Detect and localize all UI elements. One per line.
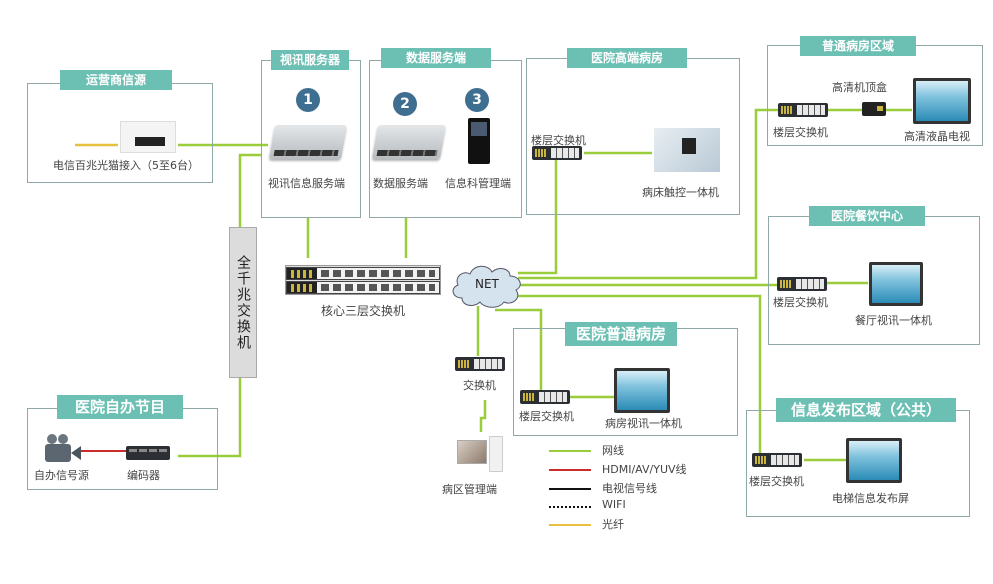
net-label: NET	[475, 277, 499, 291]
area-switch-label: 楼层交换机	[773, 126, 828, 139]
legend-wifi-label: WIFI	[602, 498, 626, 511]
admin-pc-label: 病区管理端	[442, 483, 497, 496]
it-admin-label: 信息科管理端	[445, 177, 511, 190]
admin-switch-label: 交换机	[463, 379, 496, 392]
self-program-title: 医院自办节目	[57, 395, 183, 419]
info-release-title: 信息发布区域（公共）	[776, 398, 956, 422]
badge-2: 2	[393, 92, 417, 116]
gigabit-switch: 全千兆交换机	[229, 227, 257, 378]
general-area-title: 普通病房区域	[800, 36, 916, 56]
encoder-label: 编码器	[127, 469, 160, 482]
wire-net-vip	[518, 160, 558, 275]
data-server-icon	[372, 125, 446, 159]
wire-net-info	[508, 294, 762, 458]
vip-ward-title: 医院高端病房	[567, 48, 687, 68]
isp-device-label: 电信百兆光猫接入（5至6台）	[53, 159, 199, 172]
wire-gigabit-down	[178, 378, 242, 458]
info-switch-label: 楼层交换机	[749, 475, 804, 488]
core-switch-icon	[285, 265, 441, 295]
set-top-box-icon	[862, 102, 886, 116]
hd-tv-label: 高清液晶电视	[904, 130, 970, 143]
canteen-terminal-icon	[869, 262, 923, 306]
encoder-icon	[126, 446, 170, 460]
fiber-modem-icon	[120, 121, 176, 153]
ward-switch-label: 楼层交换机	[519, 410, 574, 423]
badge-1: 1	[296, 88, 320, 112]
info-device-label: 电梯信息发布屏	[832, 492, 909, 505]
video-server-title: 视讯服务器	[271, 50, 349, 70]
legend-tv-label: 电视信号线	[602, 482, 657, 495]
stb-label: 高清机顶盒	[832, 81, 887, 94]
hd-tv-icon	[913, 78, 971, 124]
legend-wifi-line	[549, 506, 591, 508]
legend-network-line	[549, 450, 591, 452]
canteen-device-label: 餐厅视讯一体机	[855, 314, 932, 327]
ward-floor-switch-icon	[520, 390, 570, 404]
canteen-title: 医院餐饮中心	[809, 206, 925, 226]
data-server-title: 数据服务端	[381, 48, 491, 68]
wire-gigabit-up	[238, 153, 262, 228]
legend-hdmi-line	[549, 469, 591, 471]
badge-3: 3	[465, 88, 489, 112]
legend-hdmi-label: HDMI/AV/YUV线	[602, 463, 687, 476]
wire-net-general-ward	[495, 308, 543, 390]
elevator-screen-icon	[846, 438, 902, 483]
legend-fiber-label: 光纤	[602, 518, 624, 531]
legend-tv-line	[549, 488, 591, 490]
info-floor-switch-icon	[752, 453, 802, 467]
general-ward-title: 医院普通病房	[565, 322, 677, 346]
ward-device-label: 病房视讯一体机	[605, 417, 682, 430]
vip-device-label: 病床触控一体机	[642, 186, 719, 199]
vip-floor-switch-icon	[532, 146, 582, 160]
isp-section-title: 运营商信源	[60, 70, 172, 90]
legend-fiber-line	[549, 524, 591, 526]
legend-network-label: 网线	[602, 444, 624, 457]
admin-pc-icon	[457, 436, 503, 472]
wire-admin-pc	[479, 400, 487, 432]
core-switch-label: 核心三层交换机	[321, 304, 406, 318]
server-icon	[269, 125, 347, 159]
video-camera-icon	[45, 434, 81, 464]
data-server-label: 数据服务端	[373, 177, 428, 190]
workstation-tower-icon	[468, 118, 490, 164]
bed-terminal-image	[654, 128, 720, 172]
canteen-floor-switch-icon	[777, 277, 827, 291]
admin-switch-icon	[455, 357, 505, 371]
canteen-switch-label: 楼层交换机	[773, 296, 828, 309]
ward-terminal-icon	[614, 368, 670, 413]
vip-switch-label: 楼层交换机	[531, 134, 586, 147]
signal-source-label: 自办信号源	[34, 469, 89, 482]
internet-cloud-icon	[452, 265, 521, 308]
video-server-label: 视讯信息服务端	[268, 177, 345, 190]
wire-net-general-area	[518, 108, 780, 280]
area-floor-switch-icon	[778, 103, 828, 117]
